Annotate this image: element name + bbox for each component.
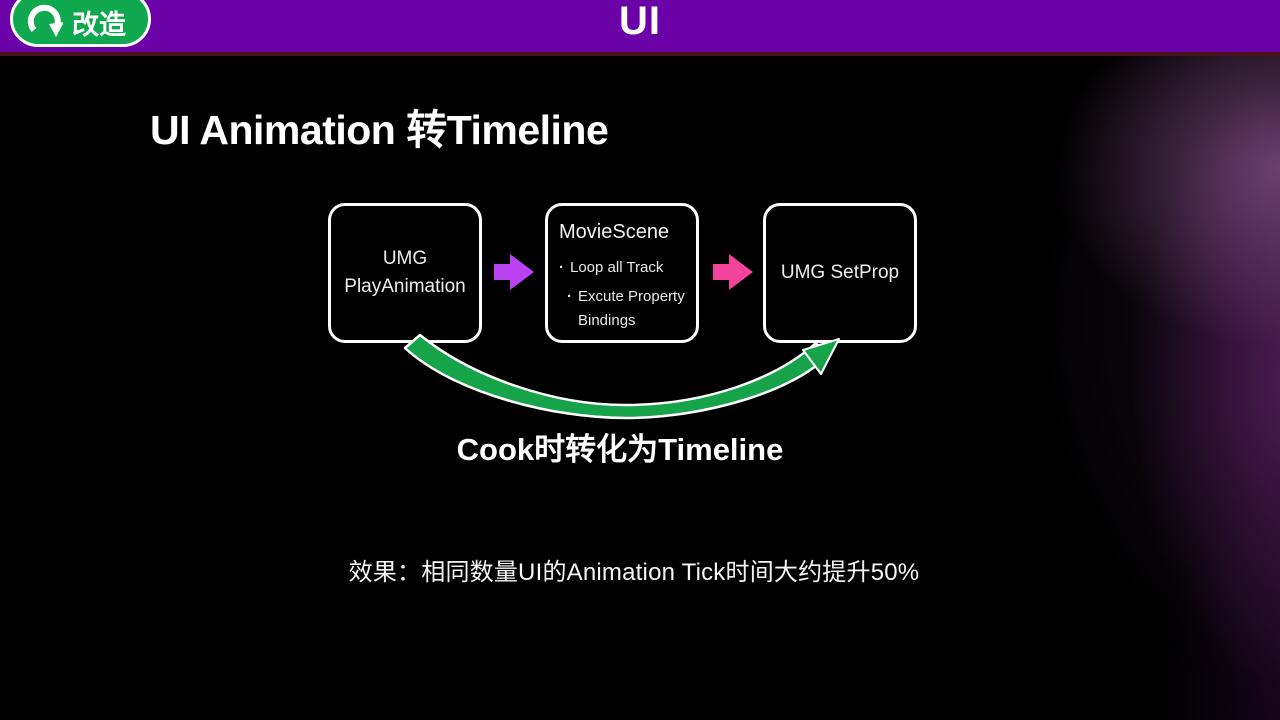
flow-arrow-right-icon: [713, 254, 753, 290]
flow-arrow-right-icon: [494, 254, 534, 290]
box-title: MovieScene: [559, 221, 670, 243]
box-text: UMG: [382, 247, 428, 269]
diagram-box-umg-playanimation: UMG PlayAnimation: [328, 203, 482, 343]
overlay-badge-label: 改造: [72, 9, 126, 40]
box-bullet: Loop all Track: [558, 256, 690, 280]
diagram-box-moviescene: MovieScene Loop all Track Excute Propert…: [545, 203, 699, 343]
diagram-caption: Cook时转化为Timeline: [456, 432, 784, 467]
diagram-box-umg-setprop: UMG SetProp: [763, 203, 917, 343]
box-text: UMG SetProp: [780, 261, 900, 283]
cook-convert-swoosh-arrow-icon: [403, 333, 840, 420]
top-bar: UI: [0, 0, 1280, 56]
page-title: UI: [619, 0, 661, 43]
box-bullet: Excute Property Bindings: [566, 285, 690, 332]
redo-curve-arrow-icon: [27, 3, 64, 44]
slide-title: UI Animation 转Timeline: [150, 107, 609, 153]
result-text: 效果：相同数量UI的Animation Tick时间大约提升50%: [348, 559, 920, 586]
box-bullet-list: Loop all Track Excute Property Bindings: [548, 256, 696, 332]
overlay-badge[interactable]: 改造: [10, 0, 151, 47]
box-text: PlayAnimation: [344, 276, 466, 297]
